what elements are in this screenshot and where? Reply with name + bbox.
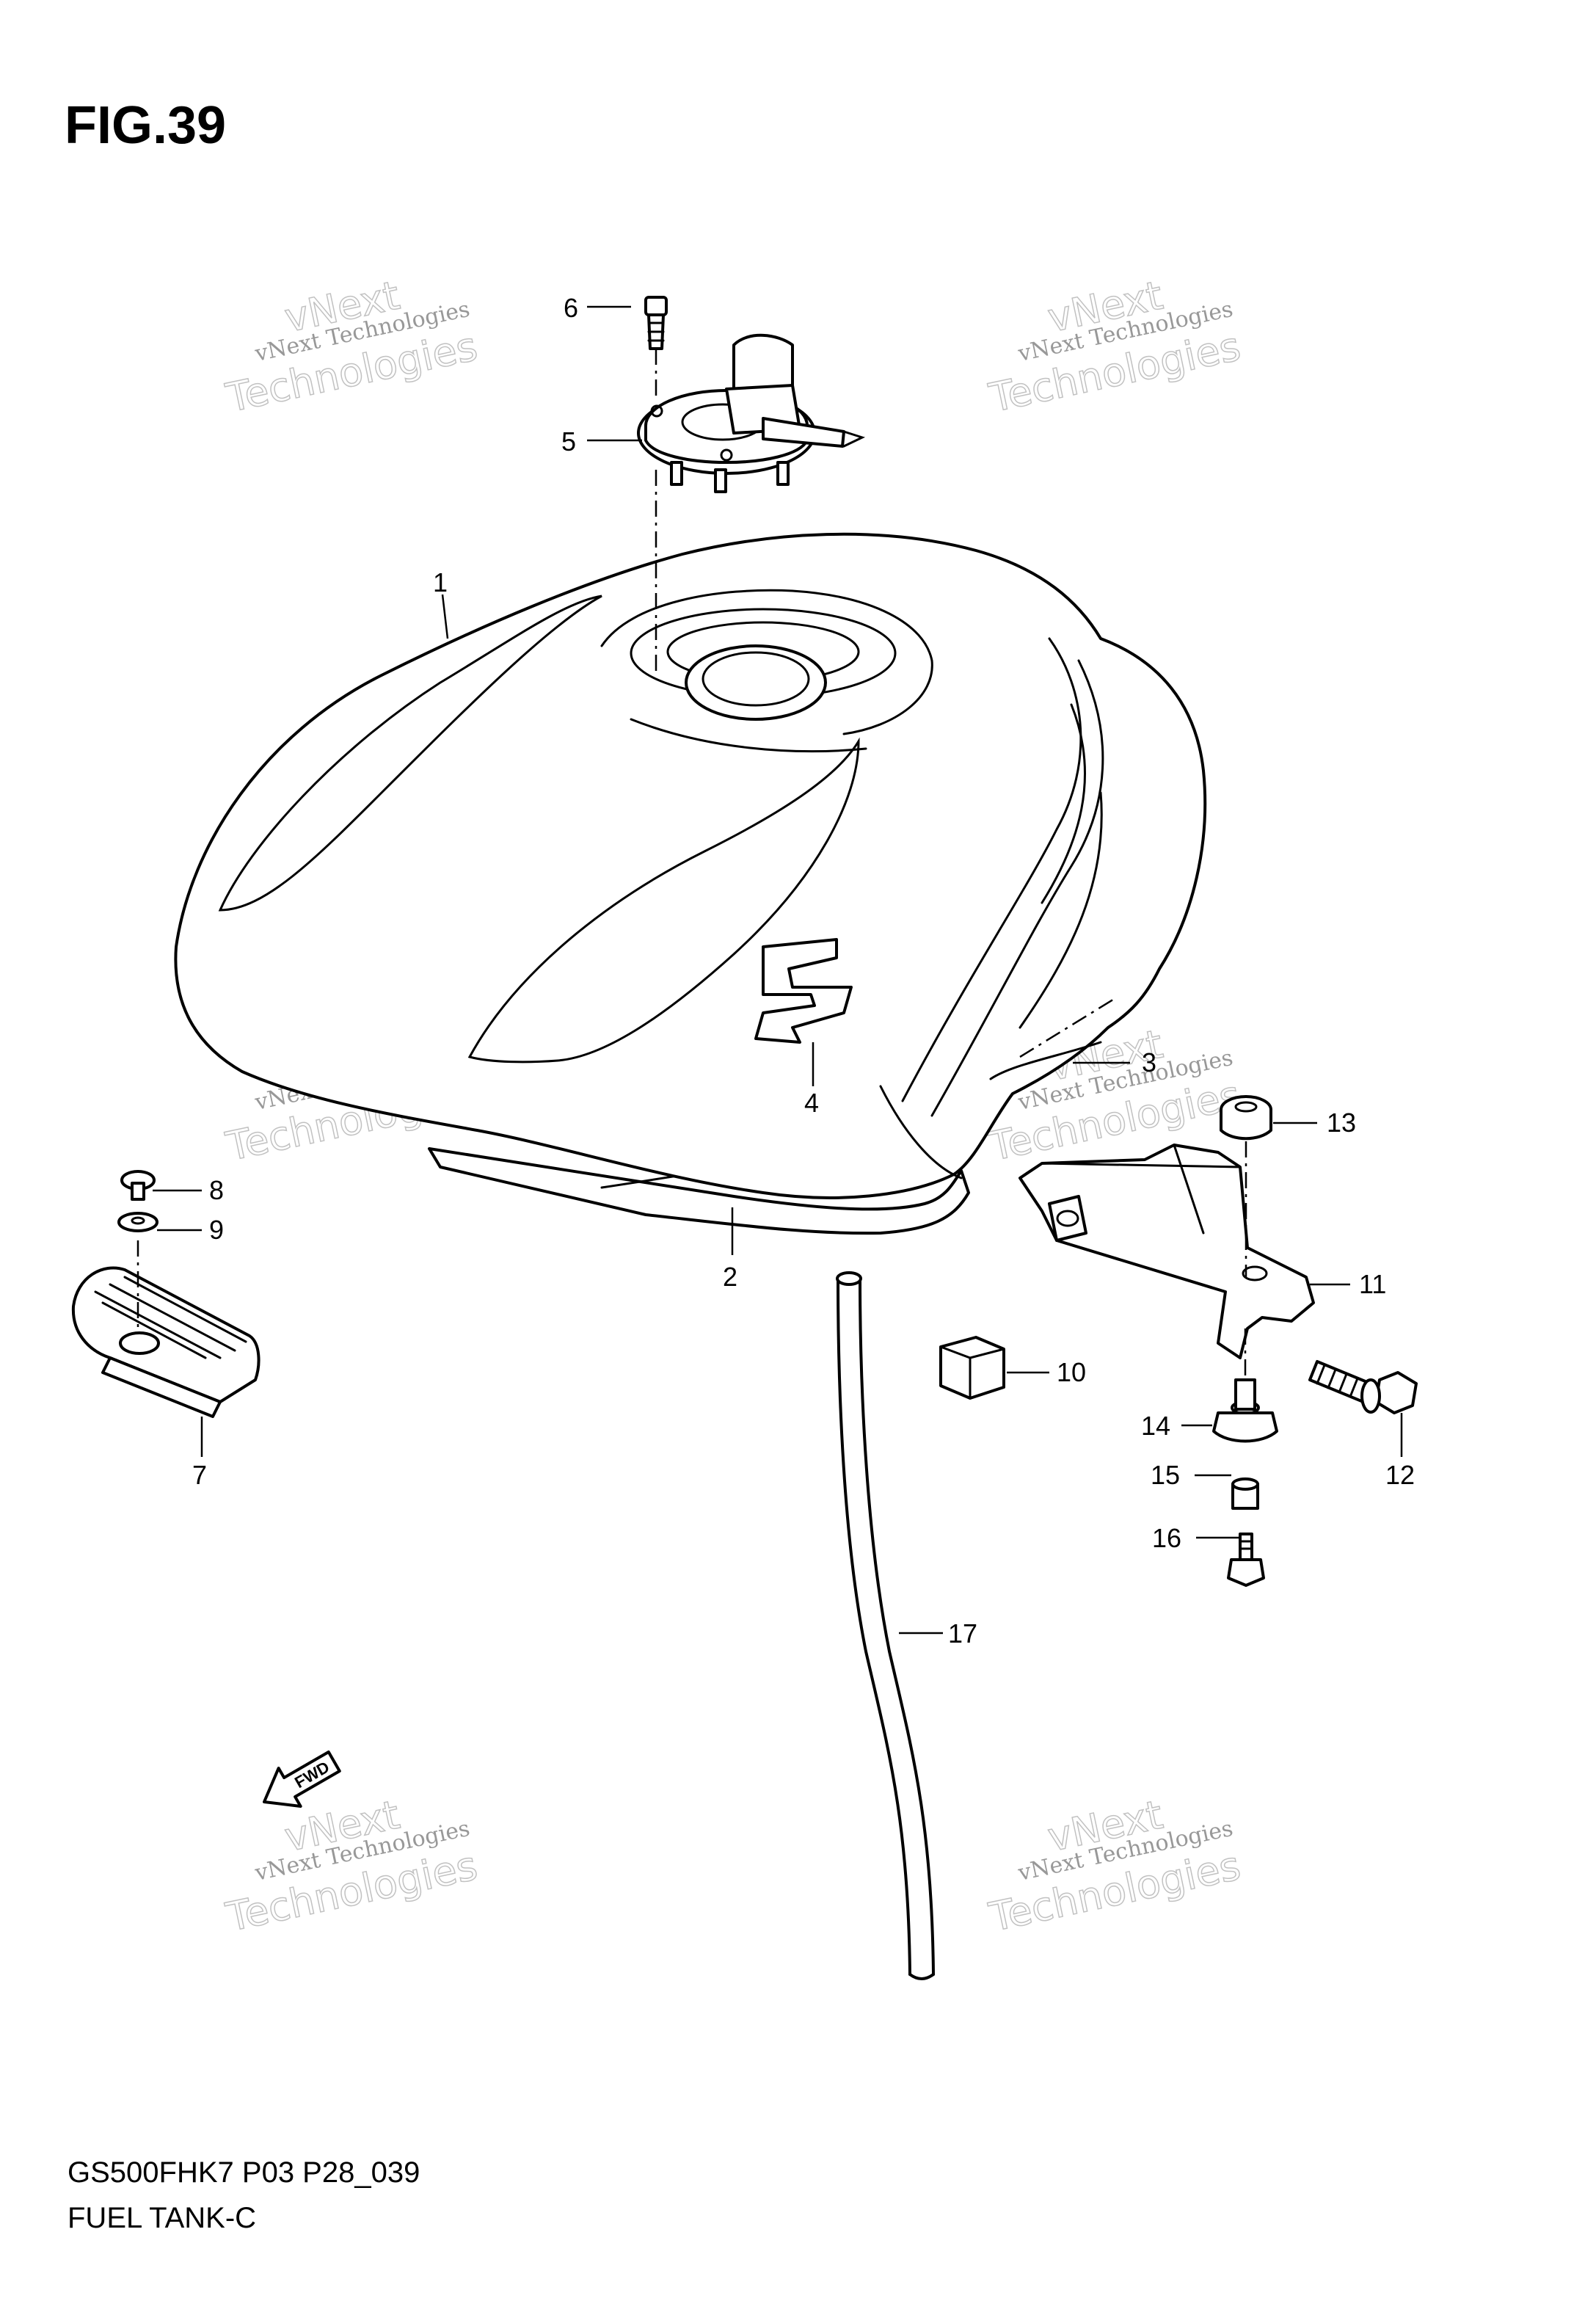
callout-11: 11 — [1359, 1269, 1386, 1299]
callout-6: 6 — [564, 293, 578, 323]
part-5-fuel-cap — [637, 333, 866, 493]
callout-17: 17 — [948, 1618, 977, 1648]
callout-5: 5 — [561, 426, 576, 457]
callout-8: 8 — [209, 1175, 224, 1205]
figure-title: FIG.39 — [65, 96, 227, 155]
watermark-top-right: vNext vNext Technologies Technologies — [985, 272, 1245, 422]
part-17-breather-hose — [836, 1271, 935, 1980]
callout-3: 3 — [1142, 1047, 1156, 1077]
part-8-bolt — [120, 1170, 156, 1201]
callout-16: 16 — [1152, 1523, 1181, 1553]
part-9-washer — [117, 1212, 158, 1232]
callout-4: 4 — [804, 1088, 819, 1118]
part-4-emblem — [754, 938, 853, 1044]
part-1-fuel-tank — [174, 532, 1207, 1199]
callout-numbers: 6 5 1 2 3 4 8 9 7 10 11 12 13 14 15 16 1… — [192, 293, 1415, 1648]
part-6-cap-screw — [644, 296, 668, 350]
callout-1: 1 — [433, 567, 448, 597]
watermark-bottom-left: vNext vNext Technologies Technologies — [222, 1791, 482, 1941]
callout-13: 13 — [1327, 1108, 1356, 1138]
diagram-name: FUEL TANK-C — [68, 2202, 257, 2234]
part-7-tray — [71, 1266, 260, 1418]
callout-7: 7 — [192, 1460, 207, 1490]
watermark-bottom-right: vNext vNext Technologies Technologies — [985, 1791, 1245, 1941]
part-10-rubber-block — [939, 1336, 1005, 1400]
leader-lines — [136, 305, 1403, 1635]
watermark-top-left: vNext vNext Technologies Technologies — [222, 272, 482, 422]
callout-14: 14 — [1141, 1411, 1170, 1441]
model-code: GS500FHK7 P03 P28_039 — [68, 2156, 420, 2189]
part-11-bracket — [1019, 1144, 1315, 1359]
part-12-bolt — [1308, 1360, 1418, 1414]
callout-10: 10 — [1057, 1357, 1086, 1387]
part-16-bolt — [1227, 1533, 1265, 1587]
part-13-grommet — [1220, 1095, 1272, 1141]
callout-9: 9 — [209, 1215, 224, 1245]
callout-15: 15 — [1151, 1460, 1180, 1490]
callout-12: 12 — [1385, 1460, 1415, 1490]
callout-2: 2 — [723, 1262, 737, 1292]
part-14-cushion — [1212, 1378, 1278, 1443]
part-15-collar — [1231, 1477, 1259, 1510]
